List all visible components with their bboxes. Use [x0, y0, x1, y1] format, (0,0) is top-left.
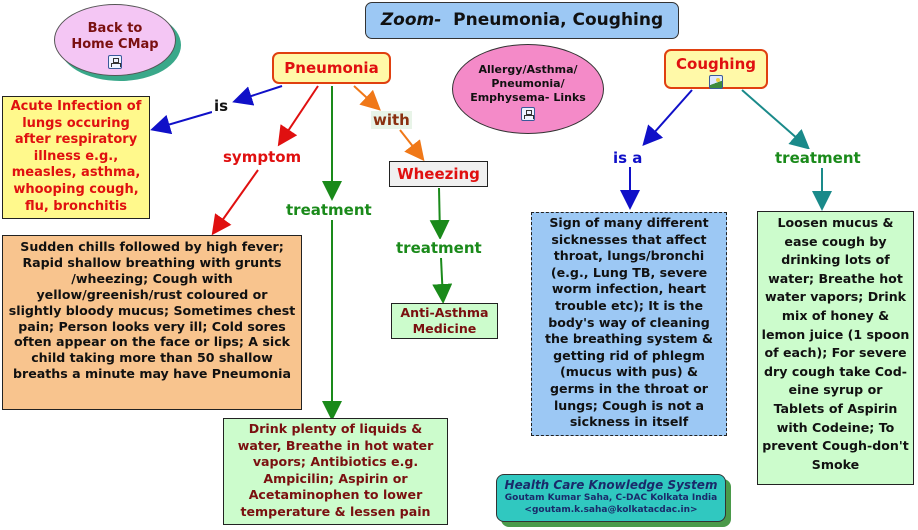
concept-coughing[interactable]: Coughing — [664, 49, 768, 89]
link-label-treatment-pneumonia: treatment — [284, 201, 374, 219]
cmap-link-icon[interactable] — [521, 107, 535, 121]
home-link-line1: Back to — [87, 21, 143, 36]
link-label-is: is — [212, 97, 231, 115]
edge-pneumonia-symptom — [277, 85, 319, 147]
acute-infection-text: Acute Infection of lungs occuring after … — [10, 99, 142, 214]
page-title: Zoom- Pneumonia, Coughing — [365, 2, 679, 39]
edge-coughing-isa — [642, 89, 693, 146]
edge-symptom-symptoms — [211, 169, 259, 236]
edge-pneumonia-is — [232, 85, 283, 106]
cmap-link-icon[interactable] — [108, 54, 122, 69]
symptoms-text: Sudden chills followed by high fever; Ra… — [8, 239, 296, 382]
image-icon[interactable] — [709, 74, 723, 89]
anti-asthma-text: Anti-Asthma Medicine — [400, 305, 489, 336]
links-line2: Pneumonia/ — [491, 77, 565, 90]
footer-author: Goutam Kumar Saha, C-DAC Kolkata India — [504, 493, 718, 503]
edge-treatment-antiasthma — [432, 257, 453, 304]
title-prefix: Zoom- — [380, 10, 442, 30]
cough-sign-text: Sign of many different sicknesses that a… — [544, 215, 714, 430]
back-to-home-cmap-link[interactable]: Back to Home CMap — [54, 4, 176, 76]
concept-cough-sign: Sign of many different sicknesses that a… — [531, 212, 727, 436]
links-line1: Allergy/Asthma/ — [478, 63, 578, 76]
link-label-with: with — [371, 111, 412, 129]
concept-acute-infection: Acute Infection of lungs occuring after … — [2, 96, 150, 219]
concept-pneumonia[interactable]: Pneumonia — [272, 52, 391, 84]
footer-credit: Health Care Knowledge System Goutam Kuma… — [496, 474, 726, 522]
title-text: Pneumonia, Coughing — [453, 10, 664, 30]
concept-anti-asthma-medicine: Anti-Asthma Medicine — [391, 303, 498, 339]
footer-email: <goutam.k.saha@kolkatacdac.in> — [524, 505, 698, 515]
links-line3: Emphysema- Links — [470, 91, 586, 104]
wheezing-label: Wheezing — [397, 165, 480, 183]
concept-pneumonia-treatment: Drink plenty of liquids & water, Breathe… — [223, 418, 448, 525]
allergy-asthma-links-node[interactable]: Allergy/Asthma/ Pneumonia/ Emphysema- Li… — [452, 44, 604, 134]
edge-is-acute — [150, 111, 213, 135]
concept-wheezing[interactable]: Wheezing — [389, 161, 488, 187]
edge-coughing-treatment — [741, 89, 811, 150]
home-link-line2: Home CMap — [71, 37, 159, 52]
edge-wheezing-treatment — [429, 187, 450, 240]
link-label-symptom: symptom — [221, 148, 304, 166]
footer-title: Health Care Knowledge System — [504, 478, 718, 492]
cough-treatment-text: Loosen mucus & ease cough by drinking lo… — [761, 215, 910, 472]
pneumonia-treatment-text: Drink plenty of liquids & water, Breathe… — [237, 421, 434, 519]
coughing-label: Coughing — [676, 55, 756, 73]
link-label-is-a: is a — [611, 149, 645, 167]
concept-symptoms: Sudden chills followed by high fever; Ra… — [2, 235, 302, 410]
link-label-treatment-wheezing: treatment — [394, 239, 484, 257]
pneumonia-label: Pneumonia — [284, 59, 379, 77]
edge-with-wheezing — [399, 129, 425, 162]
concept-cough-treatment: Loosen mucus & ease cough by drinking lo… — [757, 211, 914, 485]
link-label-treatment-coughing: treatment — [773, 149, 863, 167]
edge-pneumonia-with — [353, 85, 381, 111]
